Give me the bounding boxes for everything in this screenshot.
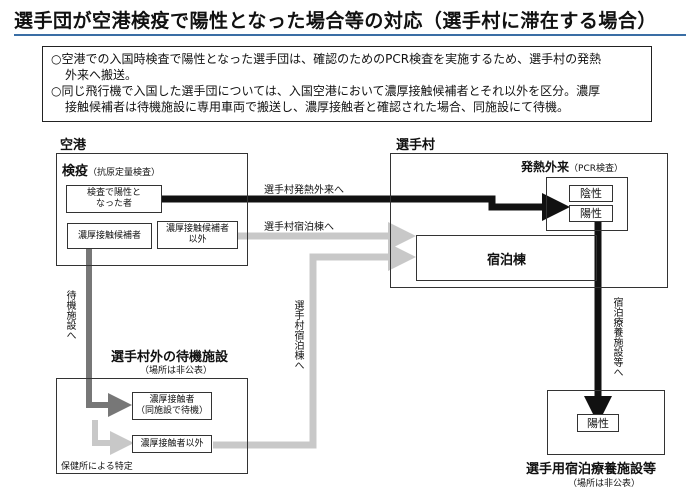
kenneki-sub: （抗原定量検査） [88,168,161,178]
fever-clinic-box [546,177,628,231]
kenneki-title: 検疫 [62,164,89,179]
airport-heading: 空港 [60,138,87,153]
waiting-heading: 選手村外の待機施設 [111,350,229,365]
contact-box: 濃厚接触者 （同施設で待機） [132,392,212,420]
fever-clinic-title: 発熱外来 [521,160,570,174]
airport-box [56,153,248,266]
positive-box: 検査で陽性と なった者 [66,185,162,213]
arrow-non-contact-to-lodging [213,243,416,449]
health-center-note: 保健所による特定 [61,462,133,472]
fever-positive-box: 陽性 [569,205,613,222]
recovery-note: （場所は非公表） [568,479,641,489]
label-to-recovery: 宿泊療養施設等へ [611,297,622,377]
label-to-lodging: 選手村宿泊棟へ [264,222,334,233]
waiting-box [56,378,248,474]
lodging-box: 宿泊棟 [416,235,597,281]
non-contact-box: 濃厚接触者以外 [132,435,212,453]
arrow-to-fever-clinic [160,193,570,221]
recovery-box [547,390,665,455]
candidate-box: 濃厚接触候補者 [67,223,152,249]
recovery-positive-box: 陽性 [577,414,619,432]
non-candidate-box: 濃厚接触候補者 以外 [157,221,238,249]
village-box [390,153,668,288]
summary-b2-line1: ○同じ飛行機で入国した選手団については、入国空港において濃厚接触候補者とそれ以外… [51,84,601,98]
label-to-lodging-vertical: 選手村宿泊棟へ [292,300,303,370]
label-to-waiting: 待機施設へ [64,290,75,340]
village-heading: 選手村 [396,138,436,153]
summary-b2-line2: 接触候補者は待機施設に専用車両で搬送し、濃厚接触者と確認された場合、同施設にて待… [65,100,570,114]
title-rule [14,34,686,36]
arrow-candidate-to-contact [86,247,132,417]
summary-b1-line2: 外来へ搬送。 [65,68,138,82]
arrow-candidate-to-non-contact [92,420,134,455]
kenneki-label: 検疫（抗原定量検査） [62,160,160,179]
fever-clinic-label: 発熱外来（PCR検査） [521,158,623,175]
fever-negative-box: 陰性 [569,185,613,202]
summary-box: ○空港での入国時検査で陽性となった選手団は、確認のためのPCR検査を実施するため… [42,46,652,122]
recovery-heading: 選手用宿泊療養施設等 [526,462,657,477]
waiting-note: （場所は非公表） [140,366,213,376]
summary-b1-line1: ○空港での入国時検査で陽性となった選手団は、確認のためのPCR検査を実施するため… [51,52,602,66]
label-to-fever: 選手村発熱外来へ [264,185,344,196]
fever-clinic-sub: （PCR検査） [569,164,623,174]
page-title: 選手団が空港検疫で陽性となった場合等の対応（選手村に滞在する場合） [14,10,657,32]
